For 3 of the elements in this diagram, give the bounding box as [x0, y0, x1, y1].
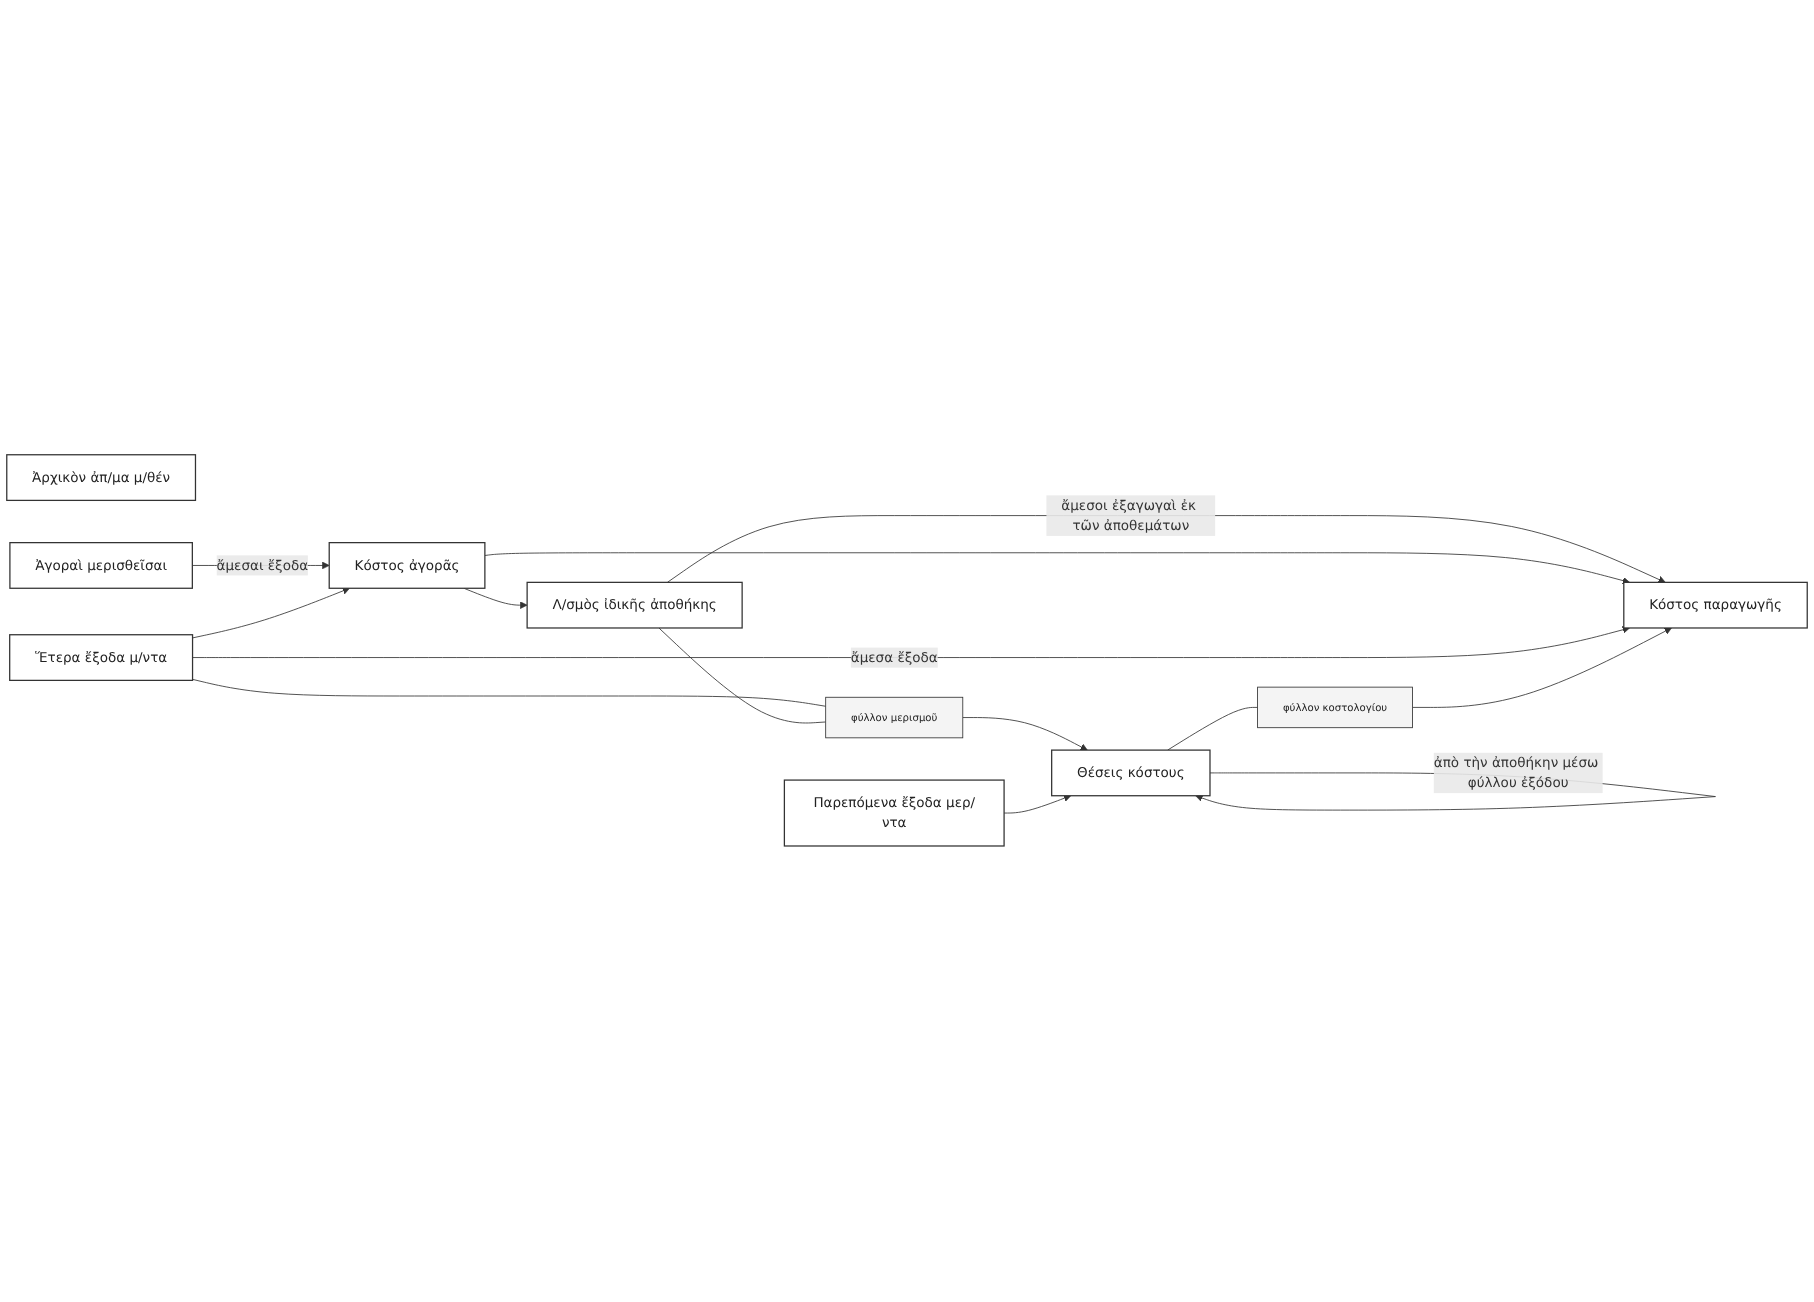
connector: [658, 628, 827, 725]
connector: [1167, 707, 1258, 752]
connector: [192, 679, 827, 708]
